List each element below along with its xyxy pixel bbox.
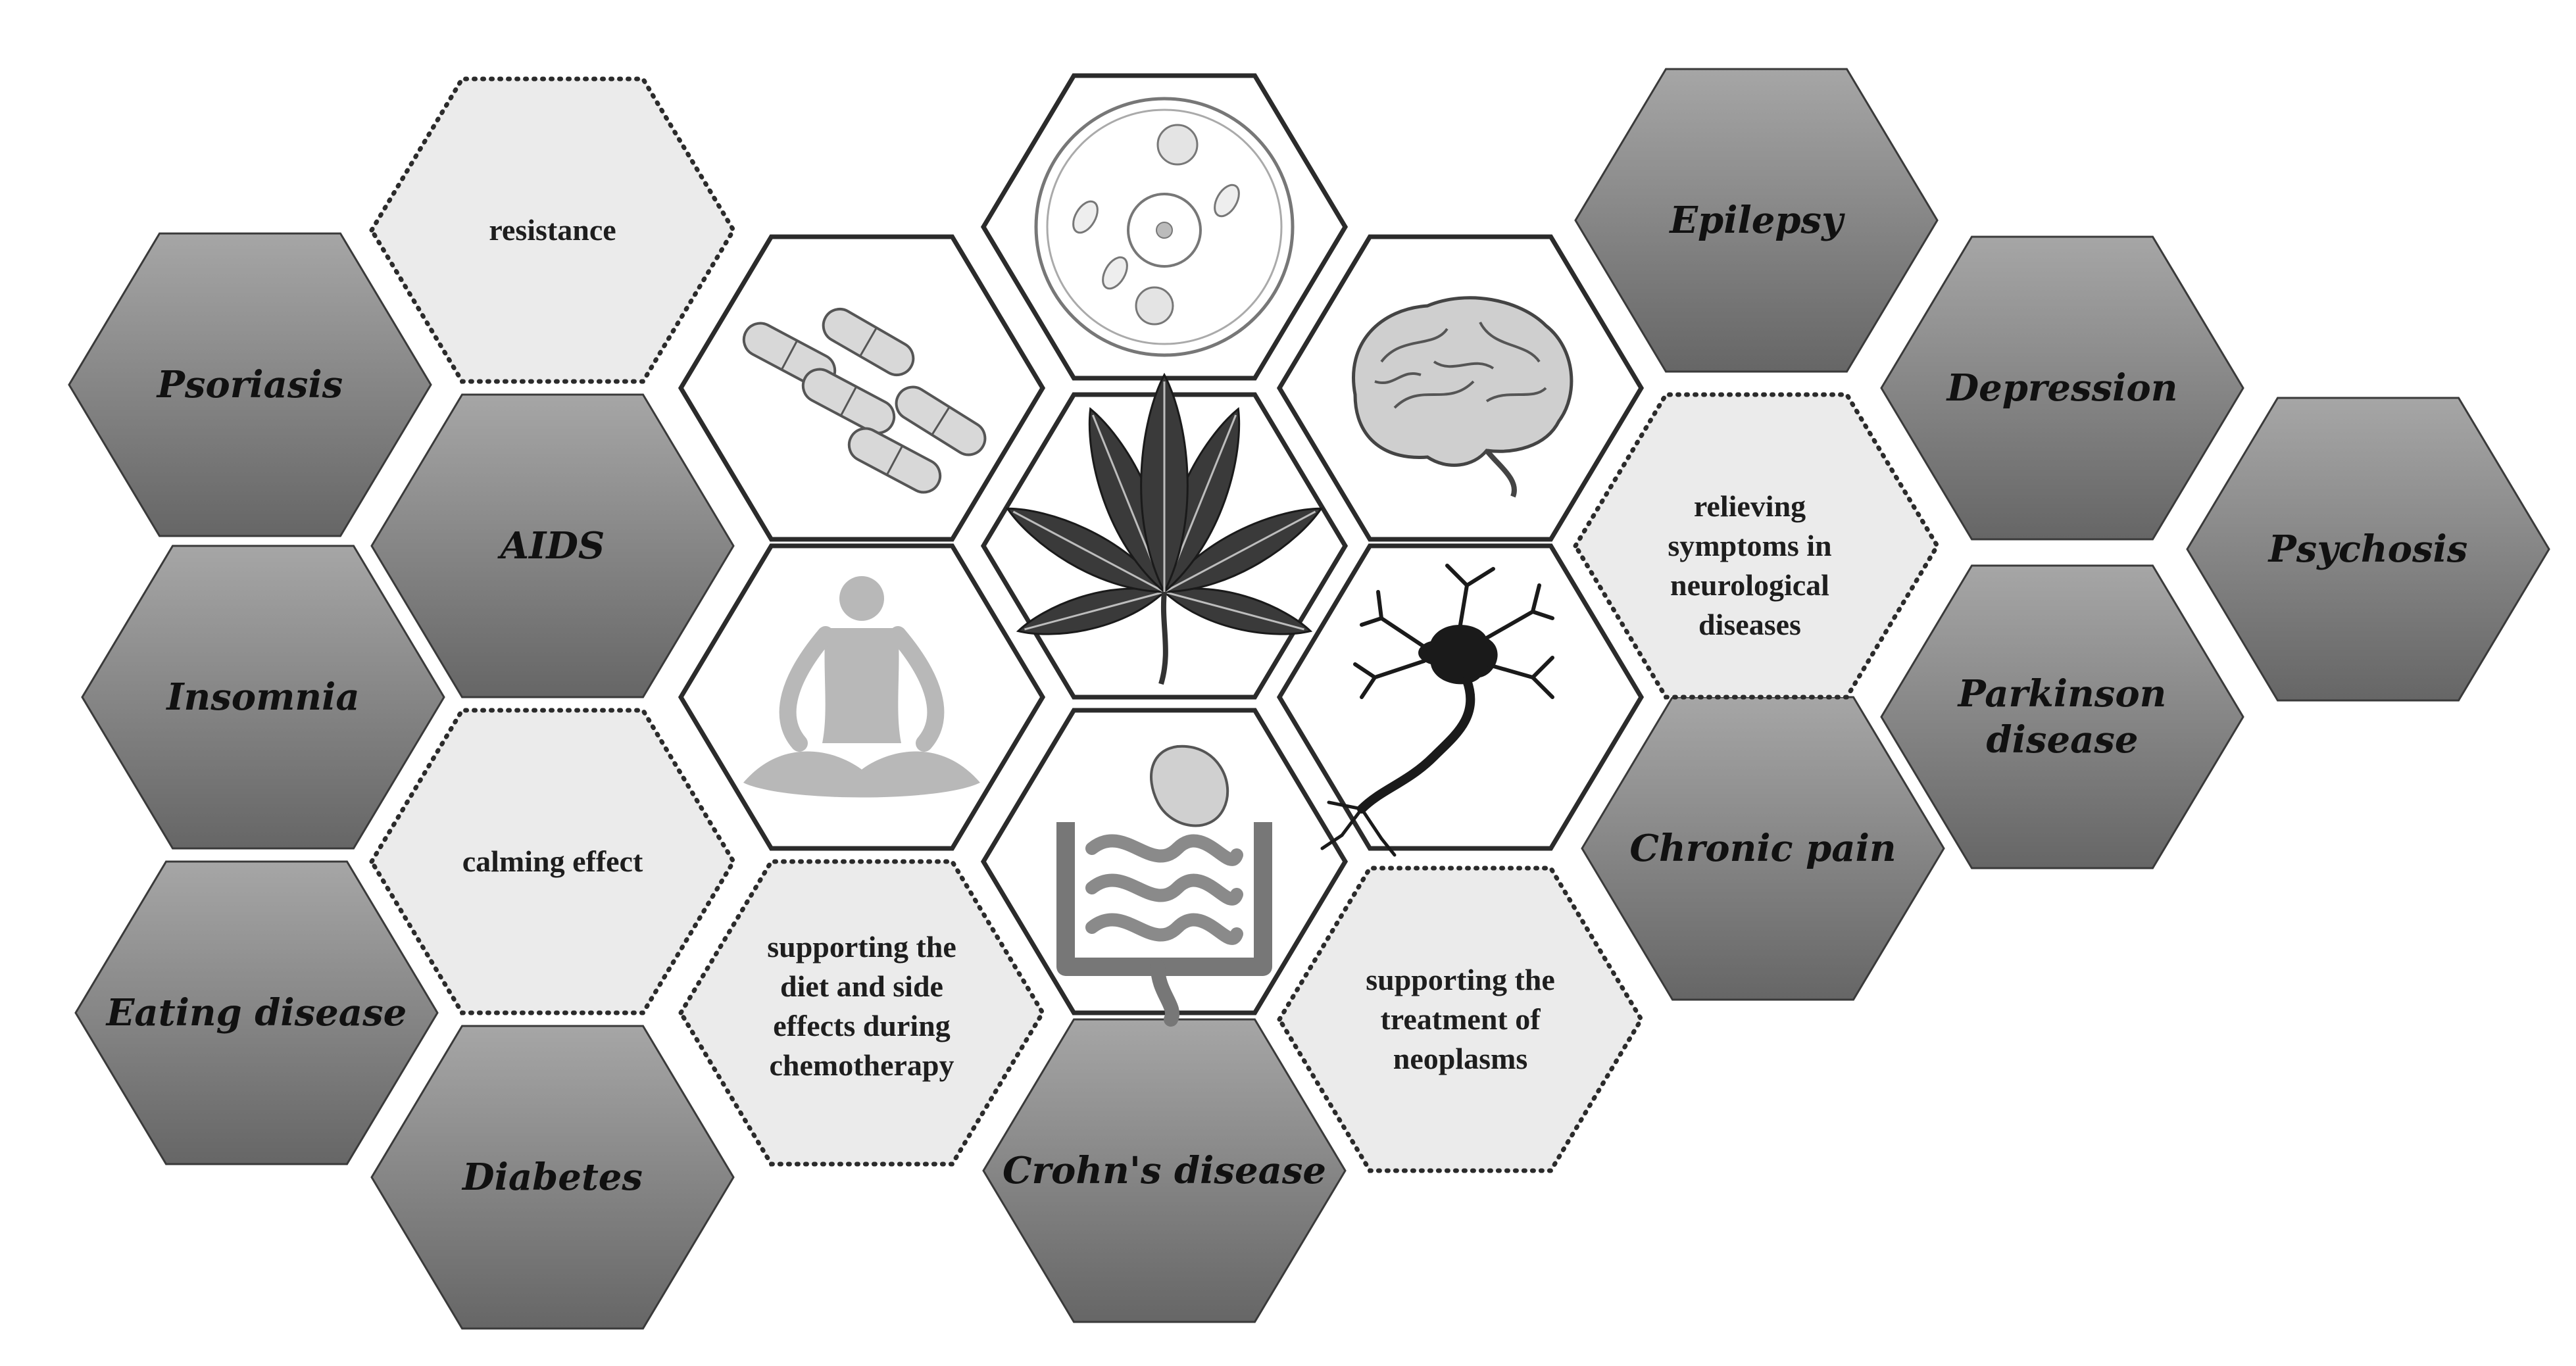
hex-parkinson-disease bbox=[1880, 564, 2244, 869]
hex-label-chronic-pain: Chronic pain bbox=[1629, 827, 1896, 870]
hex-label-diet-chemotherapy: supporting the diet and side effects dur… bbox=[767, 930, 956, 1082]
hex-label-resistance: resistance bbox=[489, 213, 616, 247]
hex-neurological bbox=[1572, 392, 1941, 700]
hex-label-depression: Depression bbox=[1946, 366, 2178, 410]
hex-label-psychosis: Psychosis bbox=[2268, 527, 2468, 571]
hex-depression bbox=[1880, 235, 2244, 541]
intestines-icon bbox=[1056, 744, 1272, 1027]
hex-label-neurological: relieving symptoms in neurological disea… bbox=[1668, 489, 1832, 641]
capsules-icon bbox=[742, 308, 987, 494]
hex-calming-effect bbox=[368, 708, 737, 1015]
hex-eating-disease bbox=[74, 860, 439, 1165]
hex-label-epilepsy: Epilepsy bbox=[1670, 199, 1843, 242]
hex-label-calming-effect: calming effect bbox=[462, 844, 643, 879]
hex-psoriasis bbox=[68, 232, 432, 537]
hex-label-insomnia: Insomnia bbox=[166, 675, 360, 719]
hex-crohns-disease bbox=[982, 1018, 1347, 1323]
hex-label-psoriasis: Psoriasis bbox=[157, 363, 343, 406]
hex-label-aids: AIDS bbox=[500, 524, 605, 568]
hex-aids bbox=[370, 393, 735, 698]
hex-epilepsy bbox=[1574, 68, 1939, 373]
hex-diet-chemotherapy bbox=[678, 859, 1046, 1167]
cannabis-leaf-icon bbox=[1005, 372, 1324, 685]
hex-label-crohns-disease: Crohn's disease bbox=[1002, 1149, 1327, 1192]
hex-neoplasms bbox=[1276, 866, 1645, 1173]
hex-label-parkinson-disease: Parkinson disease bbox=[1958, 672, 2167, 762]
brain-icon bbox=[1352, 296, 1573, 498]
hex-resistance bbox=[368, 76, 737, 384]
hex-insomnia bbox=[81, 545, 445, 850]
hex-label-neoplasms: supporting the treatment of neoplasms bbox=[1366, 963, 1555, 1075]
hex-psychosis bbox=[2186, 397, 2550, 702]
hex-capsules bbox=[678, 234, 1046, 542]
meditation-icon bbox=[743, 576, 980, 798]
hex-label-diabetes: Diabetes bbox=[462, 1156, 643, 1199]
hex-label-eating-disease: Eating disease bbox=[106, 991, 407, 1035]
neuron-icon bbox=[1320, 564, 1554, 857]
cell-icon bbox=[1034, 97, 1295, 357]
hex-diabetes bbox=[370, 1025, 735, 1330]
